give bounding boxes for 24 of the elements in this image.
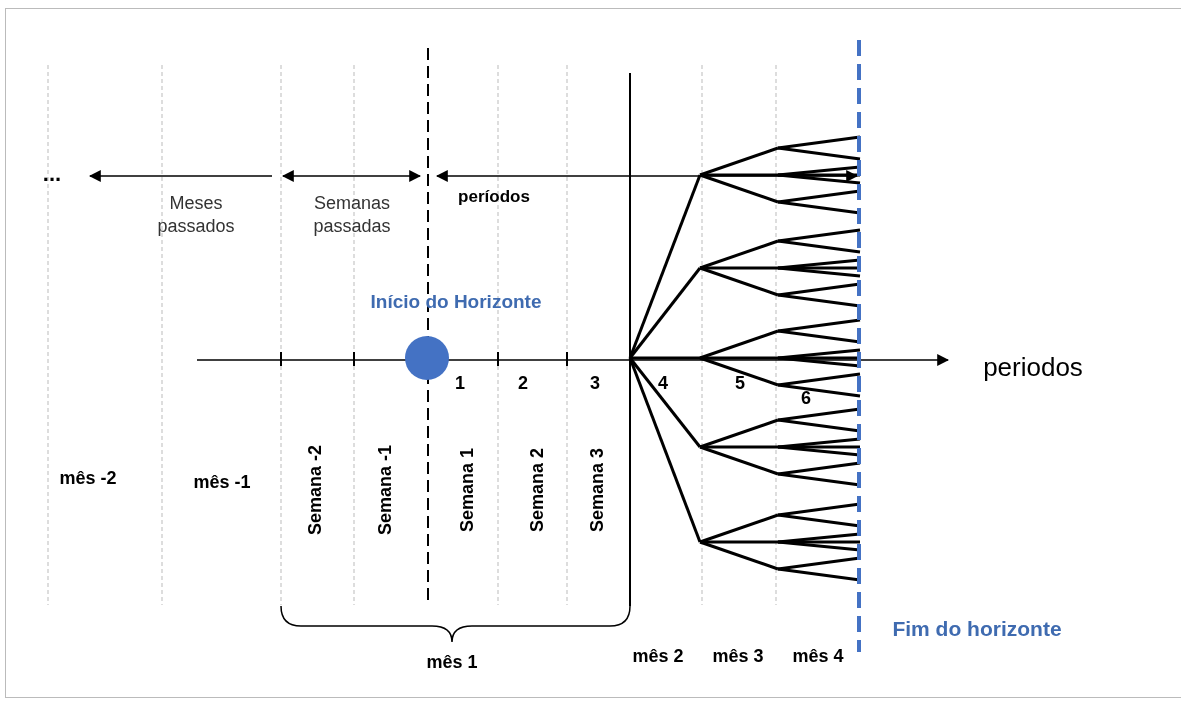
period-number: 4 <box>658 371 668 395</box>
week-label: Semana -1 <box>373 445 396 535</box>
period-number: 6 <box>801 386 811 410</box>
axis-label: periodos <box>983 350 1083 384</box>
period-number: 5 <box>735 371 745 395</box>
horizon-start-label: Início do Horizonte <box>370 290 542 314</box>
week-label: Semana -2 <box>303 445 326 535</box>
ellipsis-label: ... <box>42 160 62 188</box>
week-label: Semana 2 <box>525 447 548 533</box>
period-number: 1 <box>455 371 465 395</box>
week-label: Semana 3 <box>585 447 608 533</box>
horizon-end-label: Fim do horizonte <box>892 615 1062 642</box>
month-label: mês 4 <box>792 644 844 668</box>
period-number: 3 <box>590 371 600 395</box>
month-label: mês 1 <box>426 650 478 674</box>
week-label: Semana 1 <box>455 447 478 533</box>
month-label: mês 3 <box>712 644 764 668</box>
period-label: Semanas passadas <box>312 191 392 237</box>
month-label: mês 2 <box>632 644 684 668</box>
period-label: períodos <box>458 186 530 208</box>
month-label: mês -2 <box>59 466 117 490</box>
period-label: Meses passados <box>156 191 236 237</box>
period-number: 2 <box>518 371 528 395</box>
month-label: mês -1 <box>193 470 251 494</box>
